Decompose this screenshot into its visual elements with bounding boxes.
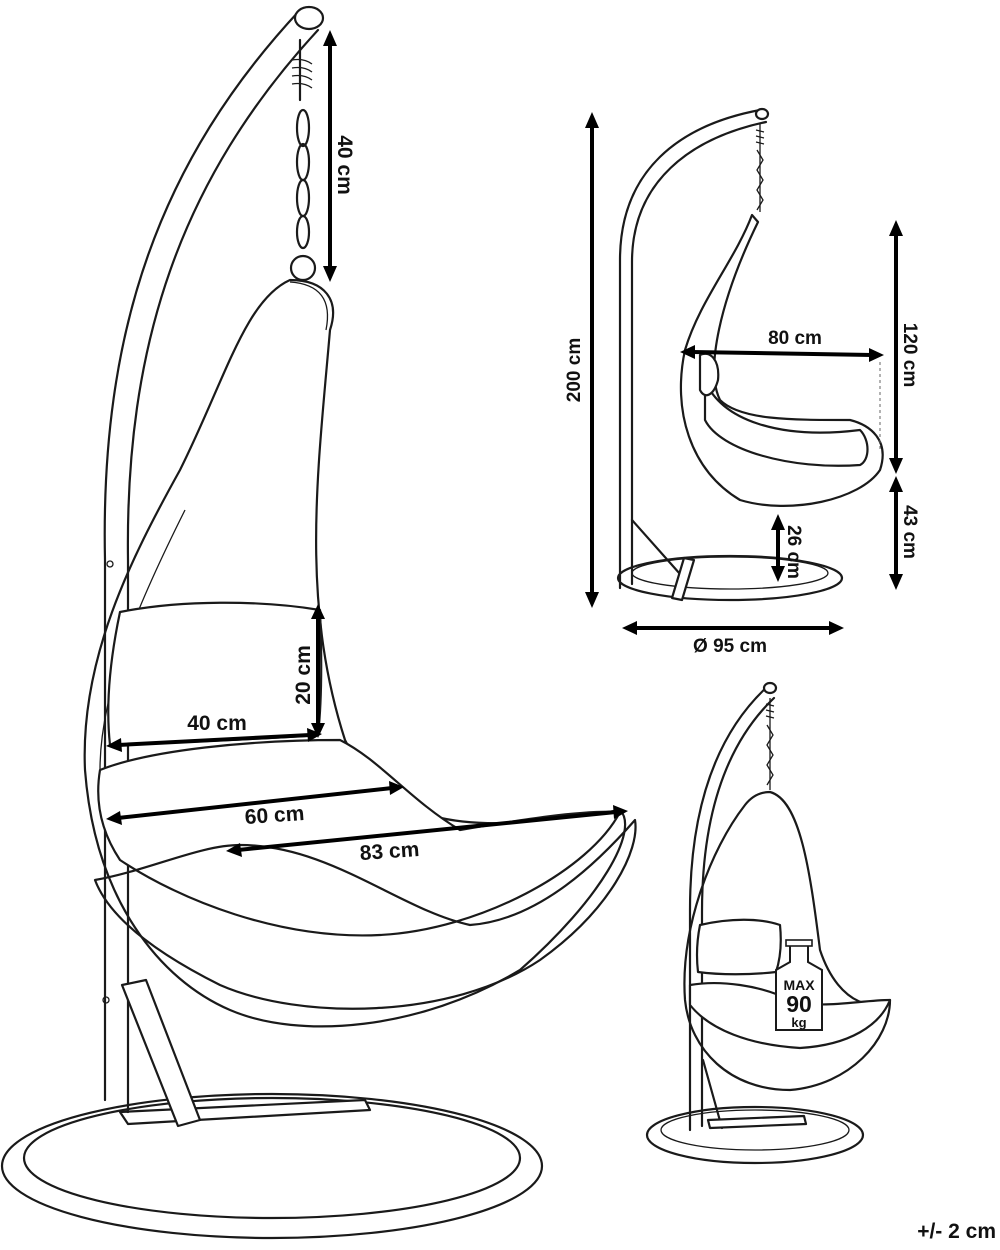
main-dimension-labels: 40 cm 20 cm 40 cm 60 cm 83 cm (187, 135, 420, 865)
weight-badge-max: MAX (783, 977, 815, 993)
main-chain (289, 38, 317, 282)
chair-depth-label: 80 cm (768, 328, 822, 349)
side-view-dimension-labels: 200 cm 120 cm 43 cm 80 cm 26 cm Ø 95 cm (564, 323, 920, 657)
load-view-chair-illustration (645, 681, 892, 1165)
backrest-height-label: 20 cm (292, 645, 315, 705)
backrest-width-label: 40 cm (187, 712, 247, 735)
base-diameter-label: Ø 95 cm (693, 636, 767, 657)
seat-height-label: 43 cm (899, 505, 920, 559)
weight-badge-unit: kg (791, 1015, 806, 1030)
weight-badge: MAX 90 kg (775, 939, 823, 1031)
chair-height-label: 120 cm (899, 323, 920, 387)
weight-badge-value: 90 (786, 991, 812, 1017)
seat-width-label: 83 cm (359, 838, 420, 865)
main-stand-pole (102, 5, 325, 1128)
side-view-chair-illustration (616, 107, 884, 602)
tolerance-note: +/- 2 cm (917, 1220, 996, 1243)
seat-depth-label: 60 cm (244, 802, 305, 829)
chain-length-label: 40 cm (333, 135, 356, 195)
total-height-label: 200 cm (564, 338, 585, 402)
bottom-clearance-label: 26 cm (783, 525, 804, 579)
main-wicker-pod (83, 278, 637, 1028)
main-base-ring (0, 1092, 544, 1240)
main-dimension-lines (106, 30, 628, 857)
side-view-dimension-lines (585, 112, 903, 635)
